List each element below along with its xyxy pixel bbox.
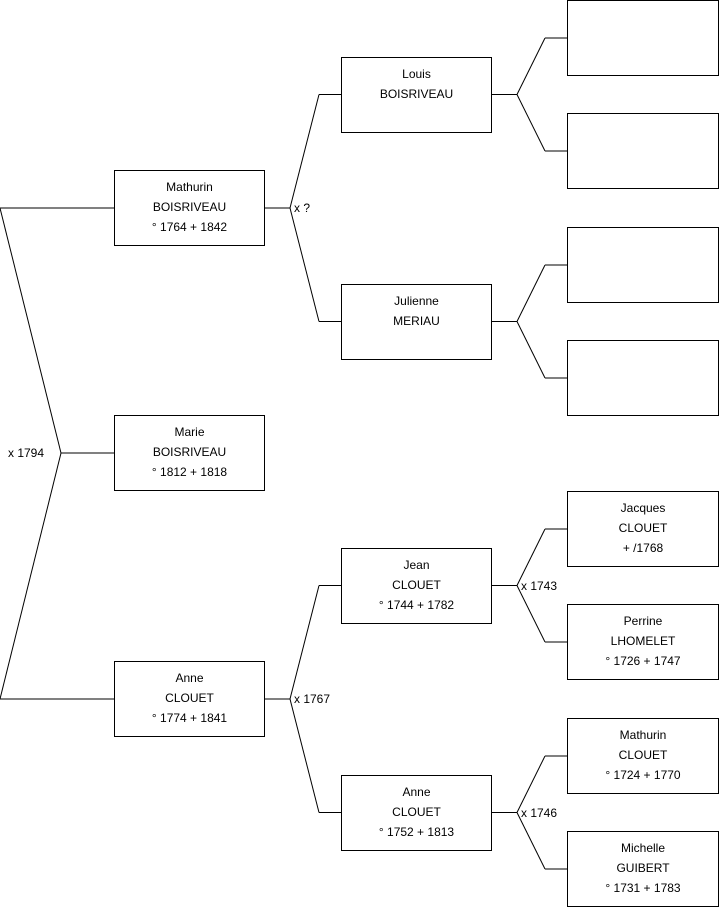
person-surname: CLOUET: [392, 577, 441, 592]
person-first-name: [568, 7, 718, 27]
person-box[interactable]: [567, 340, 719, 416]
person-dates: ° 1752 + 1813: [378, 824, 455, 839]
marriage-label: x 1767: [294, 692, 331, 706]
connector-diag-father: [289, 585, 320, 700]
person-dates: ° 1726 + 1747: [605, 654, 681, 668]
person-dates: [568, 274, 718, 294]
person-dates: ° 1812 + 1818: [151, 465, 228, 479]
connector-diag-mother: [516, 812, 546, 870]
person-first-name: [568, 347, 718, 367]
person-dates: [342, 331, 491, 351]
person-surname: CLOUET: [618, 748, 668, 762]
person-surname: BOISRIVEAU: [379, 86, 454, 101]
person-first-name: Michelle: [620, 841, 665, 855]
person-surname: CLOUET: [618, 521, 668, 535]
person-dates: ° 1731 + 1783: [605, 881, 681, 895]
person-surname: [568, 254, 718, 274]
person-surname: [568, 140, 718, 160]
person-first-name: [568, 234, 718, 254]
connector-diag-mother: [289, 698, 320, 813]
person-first-name: Mathurin: [166, 180, 213, 194]
connector-diag-father: [289, 94, 320, 209]
person-dates: ° 1744 + 1782: [378, 597, 455, 612]
person-first-name: Jean: [403, 557, 430, 572]
person-first-name: Perrine: [623, 614, 663, 628]
person-dates: [342, 104, 491, 124]
person-dates: ° 1724 + 1770: [605, 768, 681, 782]
person-box[interactable]: [567, 0, 719, 76]
person-dates: [568, 160, 718, 180]
marriage-label: x 1794: [8, 446, 45, 460]
connector-diag-father: [516, 37, 546, 95]
person-surname: CLOUET: [165, 691, 214, 705]
person-surname: CLOUET: [392, 804, 441, 819]
person-surname: [568, 27, 718, 47]
person-surname: BOISRIVEAU: [152, 445, 227, 459]
person-first-name: Anne: [175, 671, 204, 685]
person-first-name: Mathurin: [619, 728, 667, 742]
connector-diag-mother: [516, 585, 546, 643]
person-surname: GUIBERT: [616, 861, 670, 875]
person-first-name: Jacques: [620, 501, 666, 515]
person-box[interactable]: [567, 113, 719, 189]
person-dates: ° 1774 + 1841: [151, 711, 228, 725]
connector-mother-diag: [0, 452, 62, 700]
connector-diag-father: [516, 264, 546, 322]
person-surname: BOISRIVEAU: [152, 200, 227, 214]
person-dates: + /1768: [622, 541, 664, 555]
person-first-name: Marie: [174, 425, 205, 439]
marriage-label: x 1743: [521, 578, 558, 593]
person-first-name: Julienne: [394, 293, 439, 308]
connector-diag-father: [516, 528, 546, 586]
connector-diag-mother: [516, 94, 546, 152]
person-dates: [568, 47, 718, 67]
connector-father-diag: [0, 207, 62, 454]
connector-diag-father: [516, 755, 546, 813]
person-dates: ° 1764 + 1842: [151, 220, 228, 234]
person-dates: [568, 387, 718, 407]
person-first-name: [568, 120, 718, 140]
connector-diag-mother: [289, 207, 320, 322]
marriage-label: x 1746: [521, 805, 558, 820]
person-first-name: Anne: [402, 784, 431, 799]
person-surname: MERIAU: [393, 313, 440, 328]
person-surname: LHOMELET: [610, 634, 676, 648]
person-box[interactable]: [567, 227, 719, 303]
connector-diag-mother: [516, 321, 546, 379]
person-first-name: Louis: [402, 66, 431, 81]
marriage-label: x ?: [294, 201, 311, 215]
person-surname: [568, 367, 718, 387]
